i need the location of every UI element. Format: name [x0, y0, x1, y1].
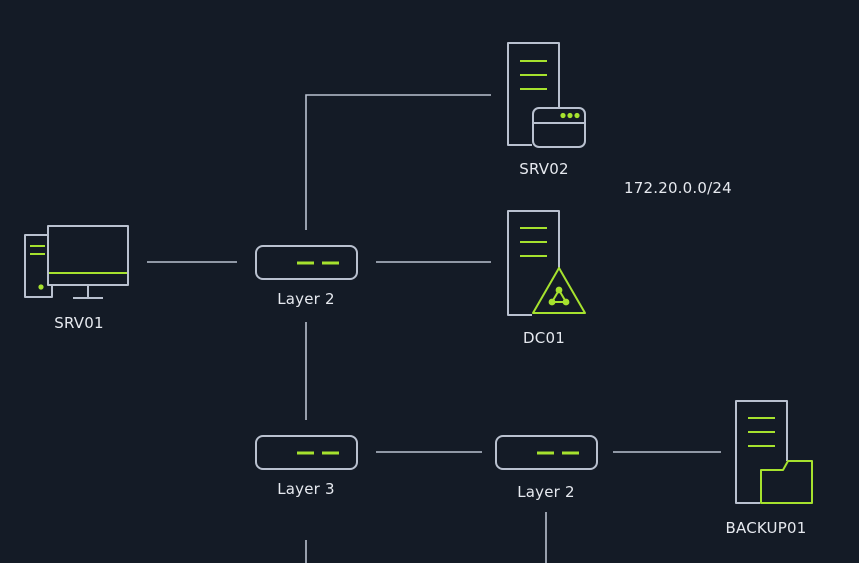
dc01-label: DC01	[523, 329, 565, 347]
server-folder-icon[interactable]	[735, 400, 813, 504]
subnet-label: 172.20.0.0/24	[624, 179, 732, 197]
connections	[147, 94, 721, 563]
switch-top-label: Layer 2	[277, 290, 335, 308]
server-window-icon[interactable]	[507, 42, 586, 148]
switch-bottom-left-label: Layer 3	[277, 480, 335, 498]
srv02-label: SRV02	[519, 160, 569, 178]
switch-icon[interactable]	[495, 435, 598, 470]
workstation-icon[interactable]	[24, 225, 129, 299]
srv01-label: SRV01	[54, 314, 104, 332]
switch-icon[interactable]	[255, 245, 358, 280]
switch-bottom-right-label: Layer 2	[517, 483, 575, 501]
server-warning-icon[interactable]	[507, 210, 586, 316]
switch-icon[interactable]	[255, 435, 358, 470]
backup01-label: BACKUP01	[725, 519, 807, 537]
link-switch-srv02	[305, 94, 491, 230]
